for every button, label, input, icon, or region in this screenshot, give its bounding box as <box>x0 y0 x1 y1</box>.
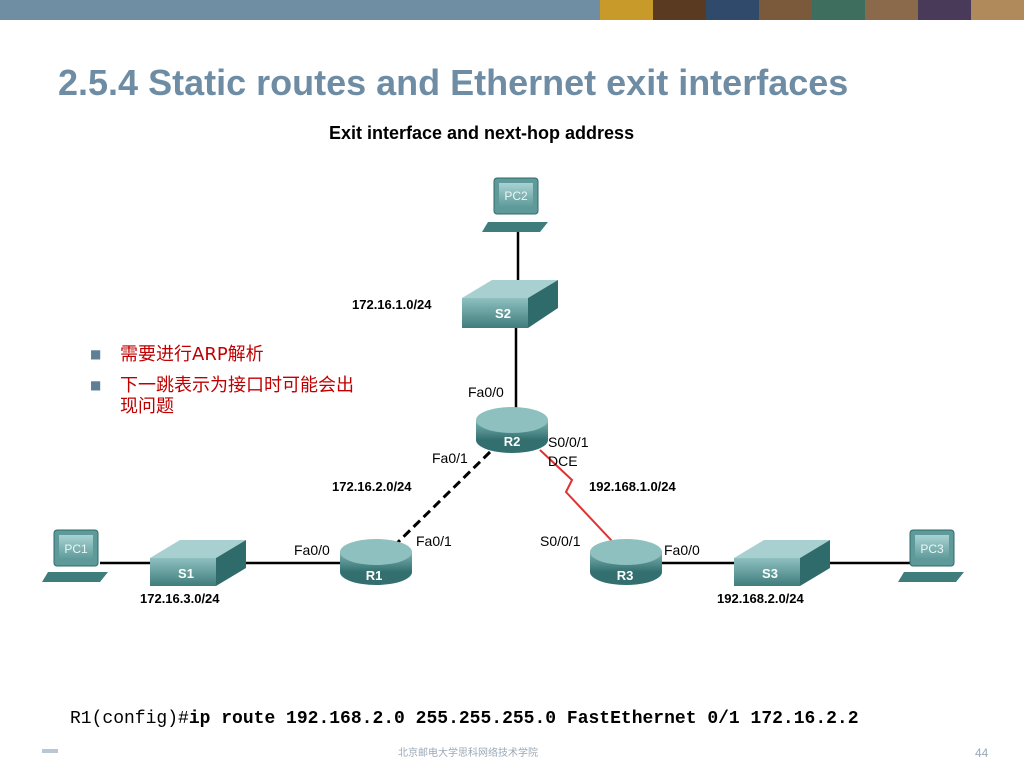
s3-label: S3 <box>762 566 778 581</box>
diagram-title: Exit interface and next-hop address <box>329 123 635 143</box>
bullet-square-icon: ■ <box>90 378 102 392</box>
interface-label: Fa0/1 <box>416 533 452 549</box>
pc3: PC3 <box>898 529 964 582</box>
page-number: 44 <box>975 746 989 760</box>
bullet-item: ■ 下一跳表示为接口时可能会出现问题 <box>90 375 360 417</box>
command-text: ip route 192.168.2.0 255.255.255.0 FastE… <box>188 709 859 729</box>
bullet-square-icon: ■ <box>90 347 102 361</box>
header-photo-strip <box>600 0 1024 20</box>
s2-label: S2 <box>495 306 511 321</box>
interface-label: S0/0/1 <box>540 533 581 549</box>
r1-label: R1 <box>366 568 383 583</box>
bullet-list: ■ 需要进行ARP解析 ■ 下一跳表示为接口时可能会出现问题 <box>90 344 360 427</box>
pc3-label: PC3 <box>920 542 944 556</box>
interface-label: Fa0/0 <box>468 384 504 400</box>
interface-label: DCE <box>548 453 578 469</box>
footer-text: 北京邮电大学思科网络技术学院 <box>398 748 538 759</box>
command-prompt: R1(config)# <box>70 709 189 729</box>
pc2-label: PC2 <box>504 189 528 203</box>
interface-label: Fa0/0 <box>664 542 700 558</box>
bullet-item: ■ 需要进行ARP解析 <box>90 344 360 365</box>
serial-link-r2-r3 <box>539 449 627 557</box>
router-r1: R1 <box>340 539 412 585</box>
interface-label: Fa0/0 <box>294 542 330 558</box>
r3-label: R3 <box>617 568 634 583</box>
s1-label: S1 <box>178 566 194 581</box>
pc1-label: PC1 <box>64 542 88 556</box>
command-line: R1(config)#ip route 192.168.2.0 255.255.… <box>70 709 859 729</box>
network-label: 192.168.1.0/24 <box>589 479 677 494</box>
switch-s1: S1 <box>150 540 246 586</box>
bullet-text: 下一跳表示为接口时可能会出现问题 <box>120 375 354 417</box>
pc1: PC1 <box>42 529 108 582</box>
pc2: PC2 <box>482 177 548 232</box>
network-label: 172.16.2.0/24 <box>332 479 412 494</box>
switch-s2: S2 <box>462 280 558 328</box>
interface-label: S0/0/1 <box>548 434 589 450</box>
network-label: 172.16.1.0/24 <box>352 297 432 312</box>
bullet-text: 需要进行ARP解析 <box>120 344 264 365</box>
network-label: 192.168.2.0/24 <box>717 591 805 606</box>
link-r2-r1 <box>390 450 492 550</box>
r2-label: R2 <box>504 434 521 449</box>
switch-s3: S3 <box>734 540 830 586</box>
router-r2: R2 <box>476 407 548 453</box>
network-label: 172.16.3.0/24 <box>140 591 220 606</box>
interface-label: Fa0/1 <box>432 450 468 466</box>
router-r3: R3 <box>590 539 662 585</box>
slide-title: 2.5.4 Static routes and Ethernet exit in… <box>58 62 849 103</box>
footer-logo <box>42 749 58 753</box>
